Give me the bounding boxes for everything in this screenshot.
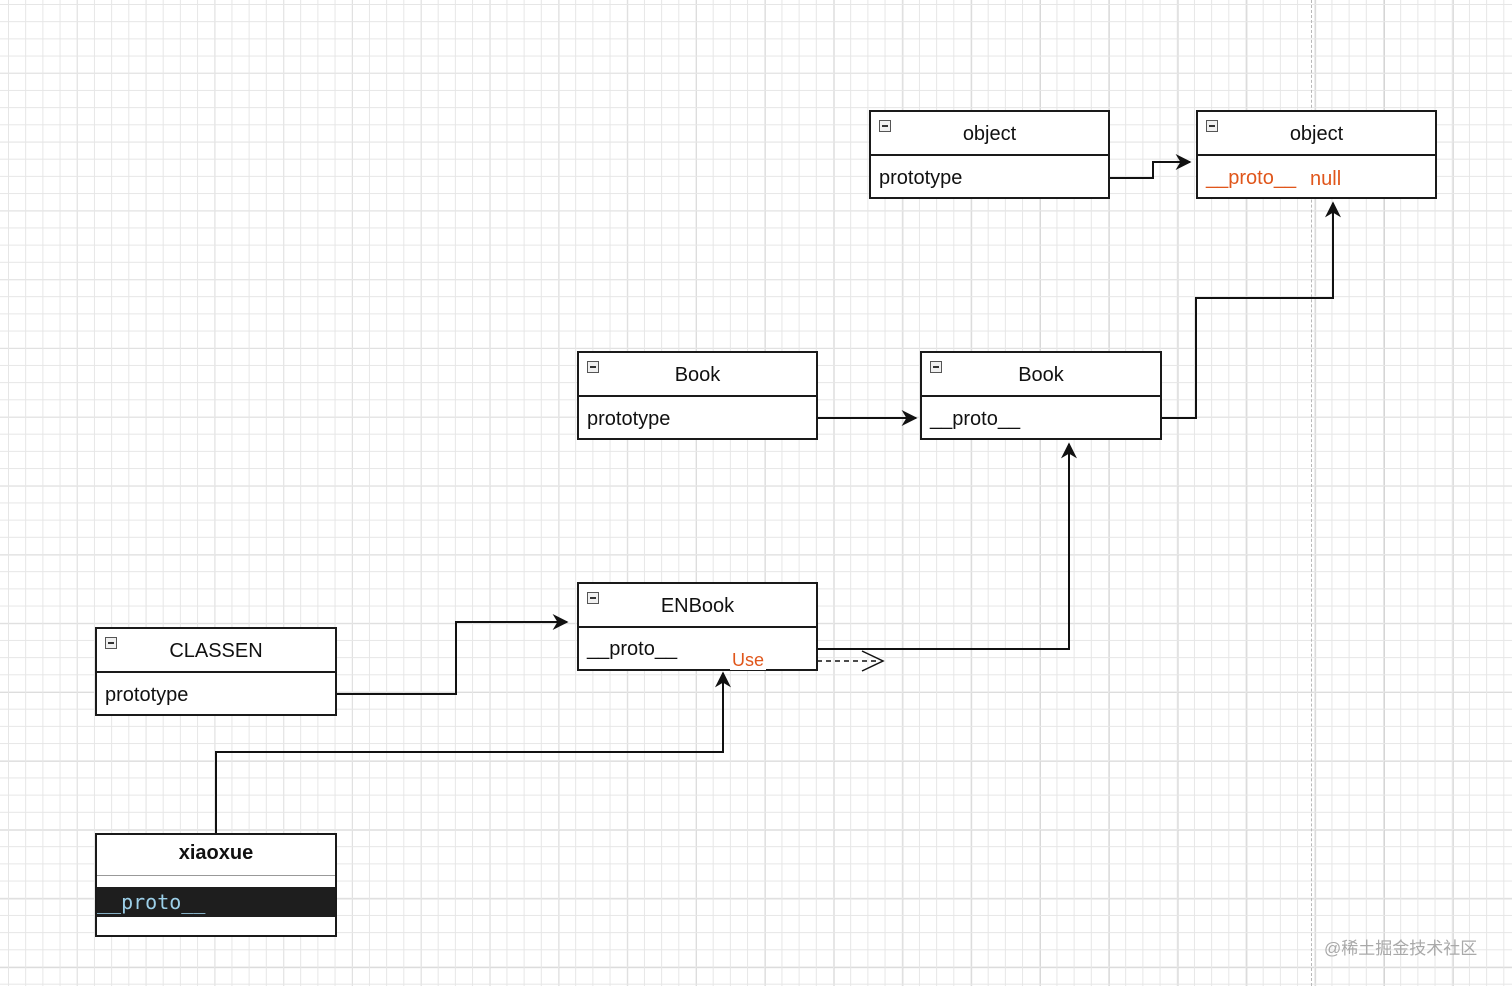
- watermark-text: @稀土掘金技术社区: [1324, 939, 1478, 958]
- collapse-icon[interactable]: [1206, 120, 1218, 132]
- classen-field: prototype: [105, 684, 189, 706]
- collapse-icon[interactable]: [930, 361, 942, 373]
- book-prototype-box[interactable]: Book __proto__: [920, 351, 1162, 440]
- book-prototype-field: __proto__: [930, 408, 1021, 430]
- classen-box[interactable]: CLASSEN prototype: [95, 627, 337, 716]
- connector-object-prototype[interactable]: [1110, 154, 1192, 179]
- null-value-label: null: [1310, 168, 1342, 190]
- object-function-title: object: [962, 123, 1017, 145]
- use-dependency-label: Use: [730, 650, 767, 670]
- book-function-box[interactable]: Book prototype: [577, 351, 818, 440]
- connector-enbook-proto[interactable]: [818, 442, 1077, 650]
- xiaoxue-instance-box[interactable]: xiaoxue __proto__: [95, 833, 337, 937]
- collapse-icon[interactable]: [105, 637, 117, 649]
- object-function-field: prototype: [879, 167, 963, 189]
- enbook-box[interactable]: ENBook __proto__: [577, 582, 818, 671]
- collapse-icon[interactable]: [587, 592, 599, 604]
- classen-header[interactable]: CLASSEN: [97, 629, 335, 673]
- enbook-header[interactable]: ENBook: [579, 584, 816, 628]
- connector-book-proto[interactable]: [1162, 201, 1341, 419]
- vertical-guide-line: [1311, 0, 1312, 986]
- object-function-header[interactable]: object: [871, 112, 1108, 156]
- use-open-arrowhead: [861, 650, 885, 672]
- xiaoxue-title: xiaoxue: [178, 842, 254, 864]
- object-prototype-title: object: [1289, 123, 1344, 145]
- book-function-header[interactable]: Book: [579, 353, 816, 397]
- xiaoxue-divider: [97, 875, 335, 876]
- book-prototype-header[interactable]: Book: [922, 353, 1160, 397]
- book-prototype-title: Book: [1018, 364, 1064, 386]
- object-function-box[interactable]: object prototype: [869, 110, 1110, 199]
- collapse-icon[interactable]: [879, 120, 891, 132]
- book-function-title: Book: [674, 364, 721, 386]
- connector-classen-prototype[interactable]: [337, 614, 569, 695]
- classen-title: CLASSEN: [169, 640, 263, 662]
- object-prototype-box[interactable]: object __proto__: [1196, 110, 1437, 199]
- object-prototype-field: __proto__: [1206, 167, 1297, 189]
- collapse-icon[interactable]: [587, 361, 599, 373]
- xiaoxue-proto-field[interactable]: __proto__: [97, 887, 335, 917]
- connector-xiaoxue-proto[interactable]: [215, 671, 731, 833]
- object-prototype-header[interactable]: object: [1198, 112, 1435, 156]
- enbook-field: __proto__: [587, 638, 678, 660]
- book-function-field: prototype: [587, 408, 671, 430]
- enbook-title: ENBook: [660, 595, 735, 617]
